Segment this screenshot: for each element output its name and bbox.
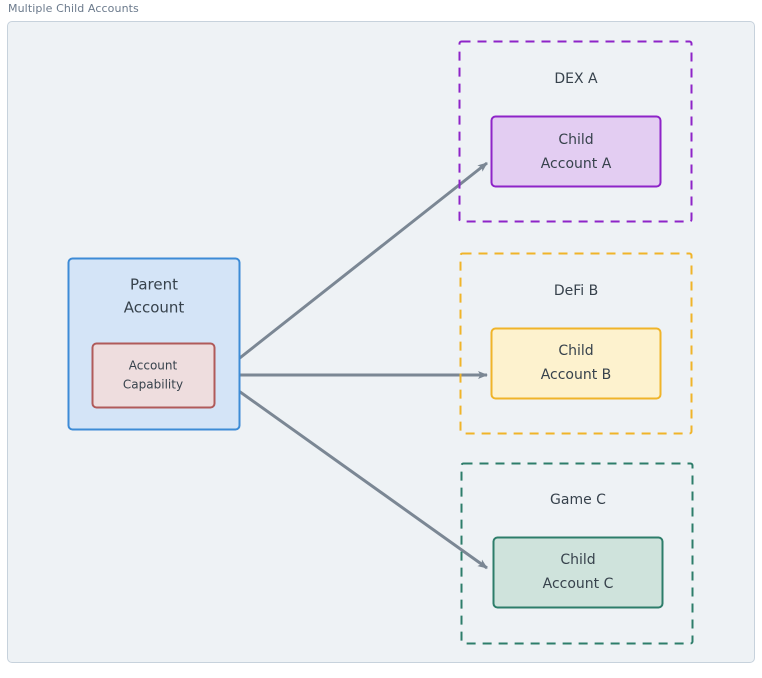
child-account-c-label-line2: Account C xyxy=(543,576,614,592)
group-game-c[interactable]: Game C Child Account C xyxy=(460,462,694,645)
account-capability-box[interactable] xyxy=(91,342,216,409)
group-game-c-border xyxy=(460,462,694,645)
group-defi-b-label: DeFi B xyxy=(554,283,598,299)
group-defi-b[interactable]: DeFi B Child Account B xyxy=(459,252,693,435)
group-game-c-label: Game C xyxy=(550,492,606,508)
child-account-b-label-line2: Account B xyxy=(541,367,612,383)
parent-account[interactable]: Parent Account Account Capability xyxy=(67,257,241,431)
child-account-a-box[interactable] xyxy=(490,115,662,188)
child-account-a-label-line1: Child xyxy=(558,132,593,148)
group-dex-a[interactable]: DEX A Child Account A xyxy=(458,40,693,223)
child-account-b-box[interactable] xyxy=(490,327,662,400)
edge-capability-to-child-c xyxy=(221,377,488,570)
child-account-a-label-line2: Account A xyxy=(541,156,612,172)
group-dex-a-border xyxy=(458,40,693,223)
group-dex-a-label: DEX A xyxy=(554,71,598,87)
edge-capability-to-child-a xyxy=(221,161,488,374)
frame-title: Multiple Child Accounts xyxy=(8,2,139,15)
account-capability-label-line2: Capability xyxy=(123,378,183,392)
child-account-b-label-line1: Child xyxy=(558,343,593,359)
parent-account-label-line1: Parent xyxy=(130,276,178,294)
parent-account-label-line2: Account xyxy=(124,299,185,317)
child-account-c-label-line1: Child xyxy=(560,552,595,568)
child-account-c-box[interactable] xyxy=(492,536,664,609)
group-defi-b-border xyxy=(459,252,693,435)
edge-layer xyxy=(221,161,488,570)
account-capability-label-line1: Account xyxy=(129,359,178,373)
